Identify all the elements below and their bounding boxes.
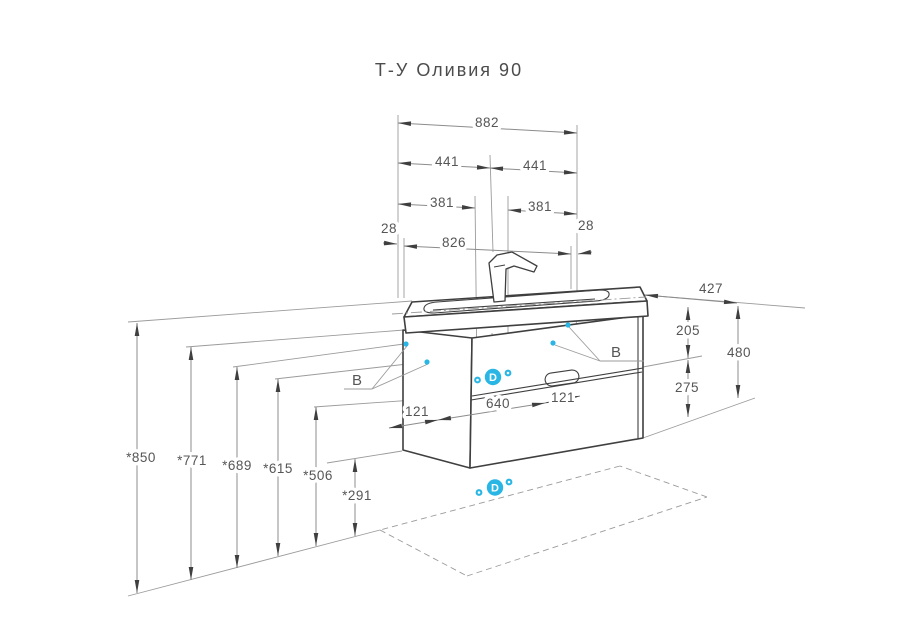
dim-height-689: *689 [222,458,252,473]
dim-upper-drawer: 205 [676,323,700,338]
basin-front [403,300,649,334]
drawer-handle [544,369,580,387]
dim-left-offset: 381 [430,195,454,210]
cabinet-left-panel [402,329,473,469]
washbasin [391,286,649,334]
basin-center-line [391,296,647,315]
drawing-title: Т-У Оливия 90 [375,60,523,80]
dimension-lines [134,121,741,593]
dim-cabinet-height: 480 [727,345,751,360]
fixing-dot [550,340,556,346]
drain-label-bottom: D [491,483,499,495]
dim-height-771: *771 [177,453,207,468]
drain-marker-bottom: D [475,478,513,496]
cabinet [402,314,644,469]
dim-left-half: 441 [435,154,459,169]
basin-bowl-rim [423,289,610,314]
dim-overall-width: 882 [475,115,499,130]
dim-front-center: 640 [486,396,510,411]
dim-holes-span: 826 [442,235,466,250]
dim-front-left: 121 [405,404,429,419]
floor-outline [379,465,708,577]
fixing-dot [424,359,430,365]
dim-right-offset: 381 [528,199,552,214]
dim-left-edge: 28 [381,221,397,236]
dim-height-506: *506 [303,468,333,483]
dim-lower-drawer: 275 [675,380,699,395]
dim-right-half: 441 [523,158,547,173]
drawer-gap [471,367,644,397]
dim-height-291: *291 [342,488,372,503]
dim-right-edge: 28 [578,218,594,233]
fixing-label-left: B [352,372,362,389]
dim-depth: 427 [699,281,723,296]
drain-label-front: D [489,372,497,384]
fixing-label-right: B [611,344,621,361]
fixing-dot [403,341,409,347]
drain-marker-front: D [474,368,512,386]
fixing-markers: B B [344,322,644,393]
dimension-labels: 882 441 441 381 381 28 826 28 427 205 48… [123,112,754,507]
cabinet-front [469,314,644,469]
dim-front-right: 121 [551,390,575,405]
dim-height-615: *615 [263,461,293,476]
dim-height-850: *850 [126,450,156,465]
floor-line [127,529,381,597]
fixing-dot [565,322,571,328]
